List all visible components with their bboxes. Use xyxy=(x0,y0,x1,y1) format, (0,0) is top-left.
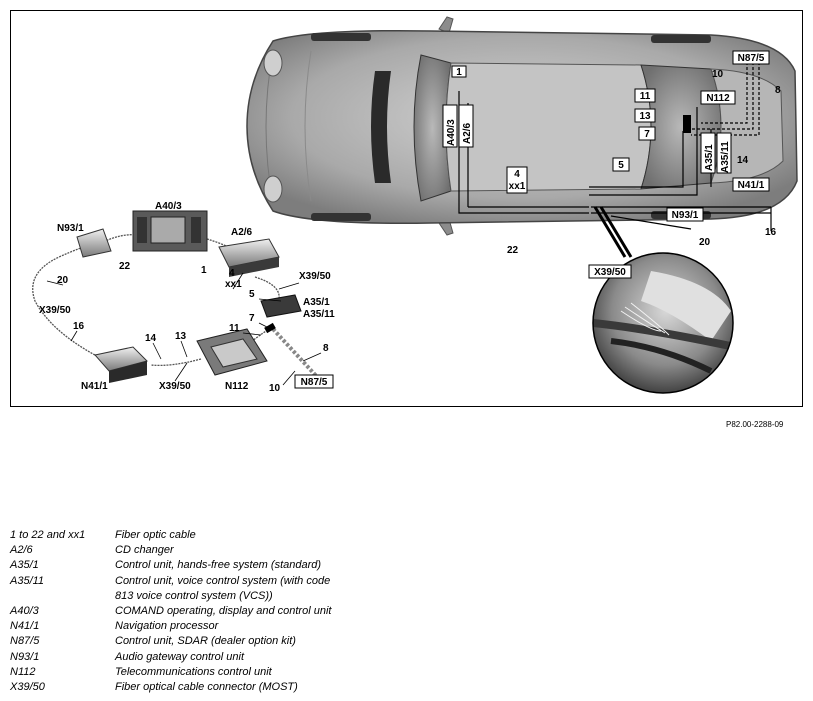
legend-key: A40/3 xyxy=(10,605,39,618)
a2-6-label: A2/6 xyxy=(462,122,473,144)
legend-desc: Control unit, SDAR (dealer option kit) xyxy=(115,635,296,648)
cable-8-schematic-label: 8 xyxy=(323,343,329,354)
cable-5-label: 5 xyxy=(618,160,624,171)
cable-11-label: 11 xyxy=(640,91,651,102)
cable-1-schematic-label: 1 xyxy=(201,265,207,276)
cable-16-schematic-label: 16 xyxy=(73,321,85,332)
cable-7-label: 7 xyxy=(644,129,650,140)
cable-20-label: 20 xyxy=(699,237,711,248)
legend-row: N93/1 Audio gateway control unit xyxy=(10,650,790,665)
cable-20-schematic-label: 20 xyxy=(57,275,69,286)
a40-3-label: A40/3 xyxy=(446,119,457,146)
a35-1-device xyxy=(260,294,302,318)
x39-50-detail-label: X39/50 xyxy=(594,267,626,278)
cable-16-label: 16 xyxy=(765,227,777,238)
x39-50-schematic-label-2: X39/50 xyxy=(39,305,71,316)
legend-key: A2/6 xyxy=(10,544,33,557)
cable-7-schematic-label: 7 xyxy=(249,313,255,324)
legend-desc: Control unit, hands-free system (standar… xyxy=(115,559,322,572)
cable-xx1-label: xx1 xyxy=(509,181,526,192)
legend-desc: Telecommunications control unit xyxy=(115,665,272,678)
legend-row: N87/5 Control unit, SDAR (dealer option k… xyxy=(10,634,790,649)
figure-reference: P82.00-2288-09 xyxy=(726,420,784,429)
n41-1-device xyxy=(94,346,148,383)
cable-22-schematic-label: 22 xyxy=(119,261,131,272)
legend-row: A40/3 COMAND operating, display and contr… xyxy=(10,604,790,619)
connector-detail-photo: X39/50 xyxy=(588,206,734,394)
legend-row: A35/11 Control unit, voice control system… xyxy=(10,574,790,589)
legend-key: N41/1 xyxy=(10,620,40,633)
legend-key: X39/50 xyxy=(10,681,45,694)
n93-1-device xyxy=(76,228,112,258)
n93-1-label: N93/1 xyxy=(672,210,699,221)
cable-13-schematic-label: 13 xyxy=(175,331,187,342)
legend-desc: Control unit, voice control system (with… xyxy=(115,574,331,587)
legend-key xyxy=(10,589,115,604)
cable-11-schematic-label: 11 xyxy=(229,323,240,334)
a35-11-label: A35/11 xyxy=(720,141,731,173)
legend-key: N93/1 xyxy=(10,650,40,663)
n87-5-label: N87/5 xyxy=(738,53,765,64)
vehicle-top-view xyxy=(246,16,798,236)
legend-row: N112 Telecommunications control unit xyxy=(10,665,790,680)
legend-row: X39/50 Fiber optical cable connector (MOS… xyxy=(10,680,790,695)
a35-11-schematic-label: A35/11 xyxy=(303,309,335,320)
legend-desc: 813 voice control system (VCS)) xyxy=(115,589,273,602)
legend-row: A2/6 CD changer xyxy=(10,543,790,558)
n41-1-schematic-label: N41/1 xyxy=(81,381,108,392)
cable-xx1-schematic-label: xx1 xyxy=(225,279,242,290)
cable-14-label: 14 xyxy=(737,155,749,166)
cable-10-schematic-label: 10 xyxy=(269,383,281,394)
legend-row: A35/1 Control unit, hands-free system (st… xyxy=(10,558,790,573)
legend-desc: CD changer xyxy=(115,544,174,557)
n41-1-label: N41/1 xyxy=(738,180,765,191)
cable-14-schematic-label: 14 xyxy=(145,333,157,344)
vehicle-module-marker xyxy=(683,115,691,133)
cable-8-label: 8 xyxy=(775,85,781,96)
cable-10-label: 10 xyxy=(712,69,724,80)
vehicle-dashed-sdar-run xyxy=(691,57,760,136)
vehicle-labels: 1 A40/3 A2/6 N87/5 10 8 11 N112 13 7 A35… xyxy=(442,50,781,256)
n112-device xyxy=(196,328,268,376)
x39-50-schematic-label-1: X39/50 xyxy=(299,271,331,282)
schematic-ring: A40/3 N93/1 A2/6 22 1 4 xx1 X39/50 5 A35… xyxy=(32,201,335,394)
legend-row: 813 voice control system (VCS)) xyxy=(10,589,790,604)
legend-row: 1 to 22 and xx1 Fiber optic cable xyxy=(10,528,790,543)
legend-desc: Fiber optic cable xyxy=(115,529,196,541)
n112-schematic-label: N112 xyxy=(225,381,249,392)
legend-desc: COMAND operating, display and control un… xyxy=(115,605,332,618)
x39-50-schematic-label-3: X39/50 xyxy=(159,381,191,392)
cable-22-label: 22 xyxy=(507,245,519,256)
cable-1-label: 1 xyxy=(456,67,462,78)
legend-key: A35/11 xyxy=(10,574,45,587)
a40-3-schematic-label: A40/3 xyxy=(155,201,182,212)
legend-key: N87/5 xyxy=(10,635,40,648)
legend-key: A35/1 xyxy=(10,559,39,572)
diagram-frame: 1 A40/3 A2/6 N87/5 10 8 11 N112 13 7 A35… xyxy=(10,10,803,407)
legend-row: N41/1 Navigation processor xyxy=(10,619,790,634)
a40-3-device xyxy=(132,210,208,252)
a2-6-schematic-label: A2/6 xyxy=(231,227,253,238)
legend-key: N112 xyxy=(10,665,36,678)
legend-desc: Audio gateway control unit xyxy=(115,650,245,663)
n87-5-schematic-label: N87/5 xyxy=(301,377,328,388)
legend-key: 1 to 22 and xx1 xyxy=(10,529,86,541)
cable-4-label: 4 xyxy=(514,169,520,180)
diagram-canvas: 1 A40/3 A2/6 N87/5 10 8 11 N112 13 7 A35… xyxy=(32,16,798,394)
cable-5-schematic-label: 5 xyxy=(249,289,255,300)
a35-1-schematic-label: A35/1 xyxy=(303,297,330,308)
n112-label: N112 xyxy=(706,93,730,104)
a2-6-device xyxy=(218,238,280,277)
a35-1-label: A35/1 xyxy=(704,144,715,171)
legend-desc: Navigation processor xyxy=(115,620,219,633)
cable-4-schematic-label: 4 xyxy=(229,268,235,279)
legend-desc: Fiber optical cable connector (MOST) xyxy=(115,681,298,694)
n93-1-schematic-label: N93/1 xyxy=(57,223,84,234)
cable-13-label: 13 xyxy=(639,111,651,122)
legend: 1 to 22 and xx1 Fiber optic cable A2/6 CD … xyxy=(10,528,790,695)
